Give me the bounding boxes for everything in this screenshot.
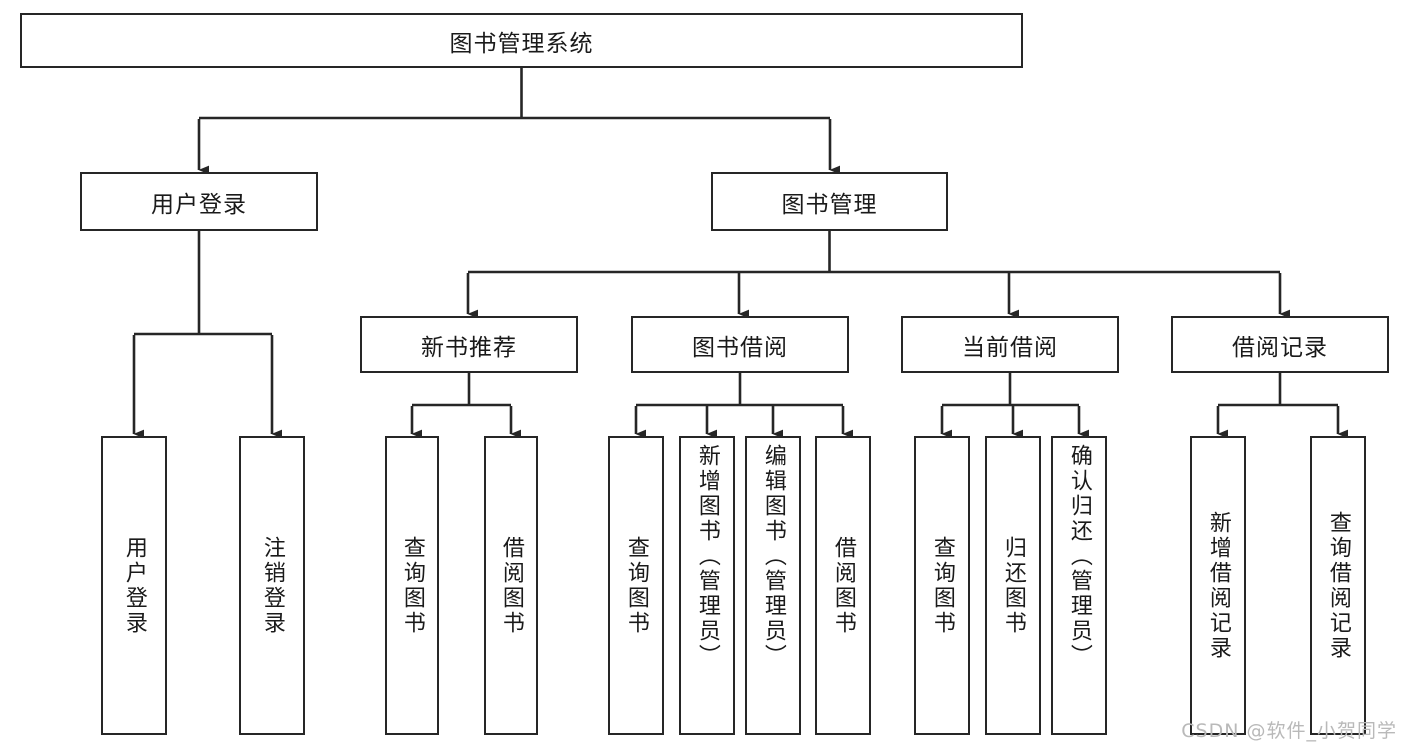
leaf-query-book-current-label: 查询图书 <box>929 535 955 636</box>
leaf-query-book-borrow[interactable]: 查询图书 <box>608 436 664 735</box>
leaf-user-login[interactable]: 用户登录 <box>101 436 167 735</box>
leaf-edit-book-admin-label: 编辑图书（管理员） <box>760 444 786 669</box>
node-book-borrow[interactable]: 图书借阅 <box>631 316 849 373</box>
leaf-return-book[interactable]: 归还图书 <box>985 436 1041 735</box>
node-book-borrow-label: 图书借阅 <box>692 334 788 361</box>
node-root-label: 图书管理系统 <box>449 30 594 57</box>
node-root[interactable]: 图书管理系统 <box>20 13 1023 68</box>
leaf-query-book-recommend[interactable]: 查询图书 <box>385 436 439 735</box>
edges-current-borrow-to-leaves <box>940 373 1090 439</box>
leaf-add-borrow-record[interactable]: 新增借阅记录 <box>1190 436 1246 735</box>
node-current-borrow[interactable]: 当前借阅 <box>901 316 1119 373</box>
node-new-book-recommend-label: 新书推荐 <box>421 334 517 361</box>
leaf-borrow-book-recommend[interactable]: 借阅图书 <box>484 436 538 735</box>
leaf-edit-book-admin[interactable]: 编辑图书（管理员） <box>745 436 801 735</box>
leaf-add-book-admin[interactable]: 新增图书（管理员） <box>679 436 735 735</box>
node-book-management-label: 图书管理 <box>781 191 878 218</box>
node-current-borrow-label: 当前借阅 <box>962 334 1058 361</box>
edges-borrow-record-to-leaves <box>1216 373 1349 439</box>
leaf-query-book-current[interactable]: 查询图书 <box>914 436 970 735</box>
node-user-login-label: 用户登录 <box>151 191 247 218</box>
leaf-user-login-label: 用户登录 <box>121 535 147 636</box>
leaf-borrow-book-recommend-label: 借阅图书 <box>498 535 524 636</box>
node-user-login[interactable]: 用户登录 <box>80 172 318 231</box>
node-new-book-recommend[interactable]: 新书推荐 <box>360 316 578 373</box>
leaf-return-book-label: 归还图书 <box>1000 535 1026 636</box>
watermark-text: CSDN @软件_小贺同学 <box>1181 720 1397 742</box>
leaf-query-borrow-record[interactable]: 查询借阅记录 <box>1310 436 1366 735</box>
leaf-confirm-return-admin-label: 确认归还（管理员） <box>1066 444 1092 669</box>
leaf-borrow-book[interactable]: 借阅图书 <box>815 436 871 735</box>
leaf-logout-label: 注销登录 <box>259 535 285 636</box>
leaf-query-book-recommend-label: 查询图书 <box>399 535 425 636</box>
leaf-confirm-return-admin[interactable]: 确认归还（管理员） <box>1051 436 1107 735</box>
leaf-borrow-book-label: 借阅图书 <box>830 535 856 636</box>
edges-user-login-to-leaves <box>132 231 283 439</box>
edges-new-book-to-leaves <box>410 373 522 439</box>
leaf-logout[interactable]: 注销登录 <box>239 436 305 735</box>
leaf-query-borrow-record-label: 查询借阅记录 <box>1325 510 1351 661</box>
node-borrow-record[interactable]: 借阅记录 <box>1171 316 1389 373</box>
node-borrow-record-label: 借阅记录 <box>1232 334 1328 361</box>
edges-borrow-to-leaves <box>634 373 854 439</box>
edges-root-to-level2 <box>197 68 841 175</box>
leaf-query-book-borrow-label: 查询图书 <box>623 535 649 636</box>
leaf-add-borrow-record-label: 新增借阅记录 <box>1205 510 1231 661</box>
edges-book-mgmt-to-level3 <box>466 231 1291 319</box>
node-book-management[interactable]: 图书管理 <box>711 172 948 231</box>
leaf-add-book-admin-label: 新增图书（管理员） <box>694 444 720 669</box>
